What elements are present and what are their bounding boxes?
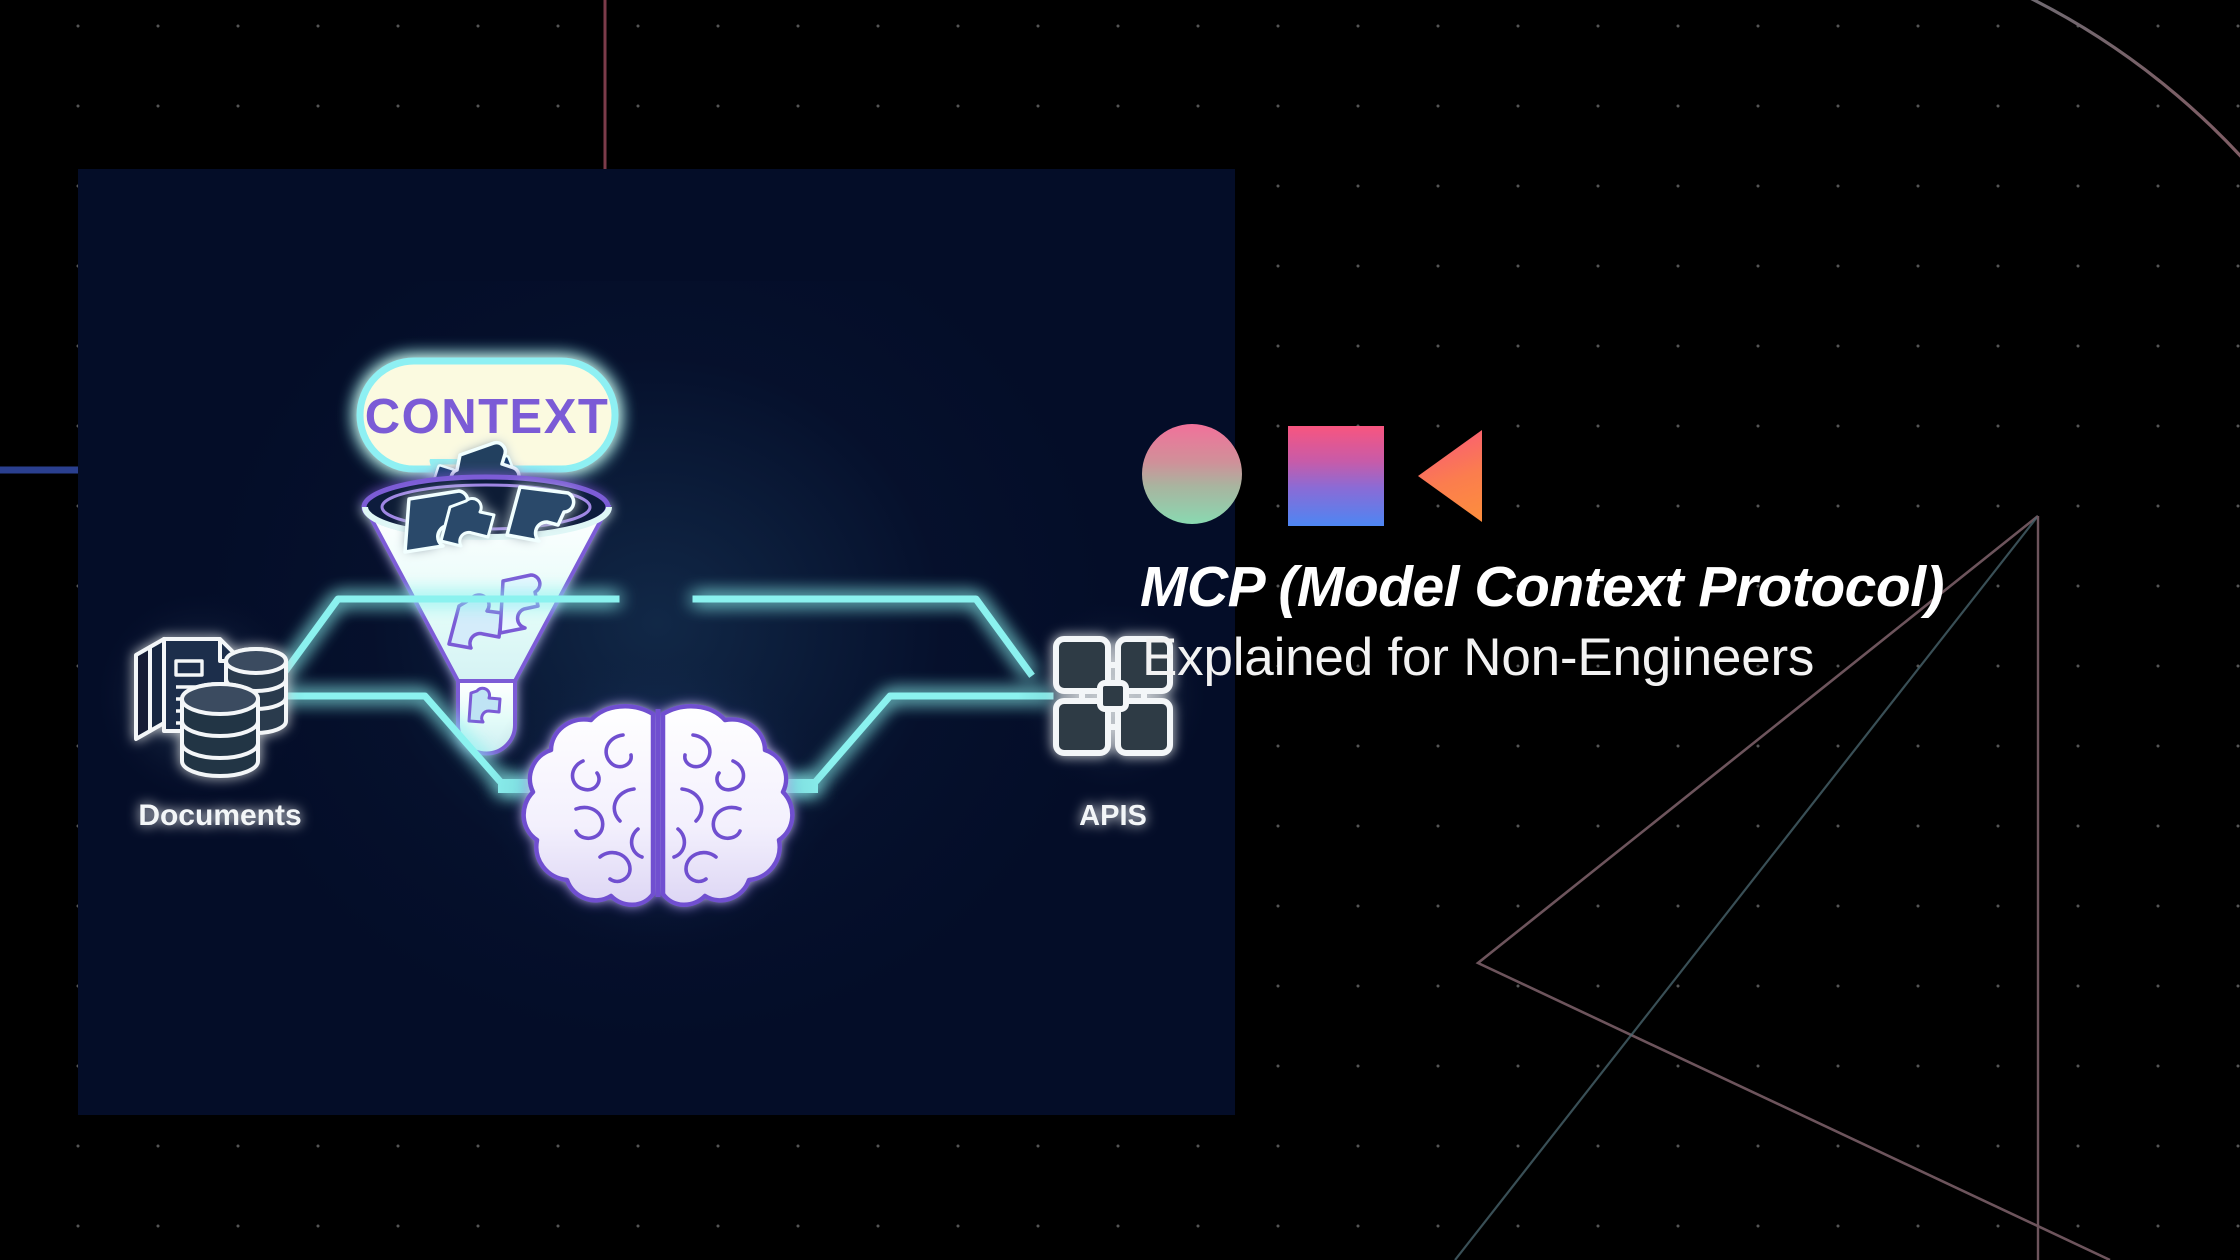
connector-apis-line [813,692,1054,784]
context-bubble-label: CONTEXT [365,390,610,444]
funnel-inner-pieces [447,573,542,650]
mcp-diagram: CONTEXT [95,357,1208,954]
apis-label: APIS [1079,800,1147,832]
connector-right-bracket [692,595,1035,678]
documents-label: Documents [138,799,301,832]
brand-square-mark [1288,426,1384,526]
connector-paths [259,595,1054,784]
headline-block: MCP (Model Context Protocol) Explained f… [1140,558,2200,687]
documents-database-icon [134,637,288,778]
connector-documents-line [259,692,503,784]
brand-circle-mark [1142,424,1242,524]
large-arc [2030,0,2240,158]
connector-left-bracket [279,595,620,678]
funnel-puzzle-pieces [403,485,576,554]
ai-brain [521,704,795,907]
api-module-grid-icon [1053,636,1173,756]
page-title: MCP (Model Context Protocol) [1140,555,1945,619]
spout-puzzle-piece [467,686,502,724]
brand-marks [1142,424,1482,528]
brand-triangle-mark [1418,430,1482,522]
page-subtitle: Explained for Non-Engineers [1142,628,1815,688]
illustration-panel: CONTEXT [78,169,1235,1115]
